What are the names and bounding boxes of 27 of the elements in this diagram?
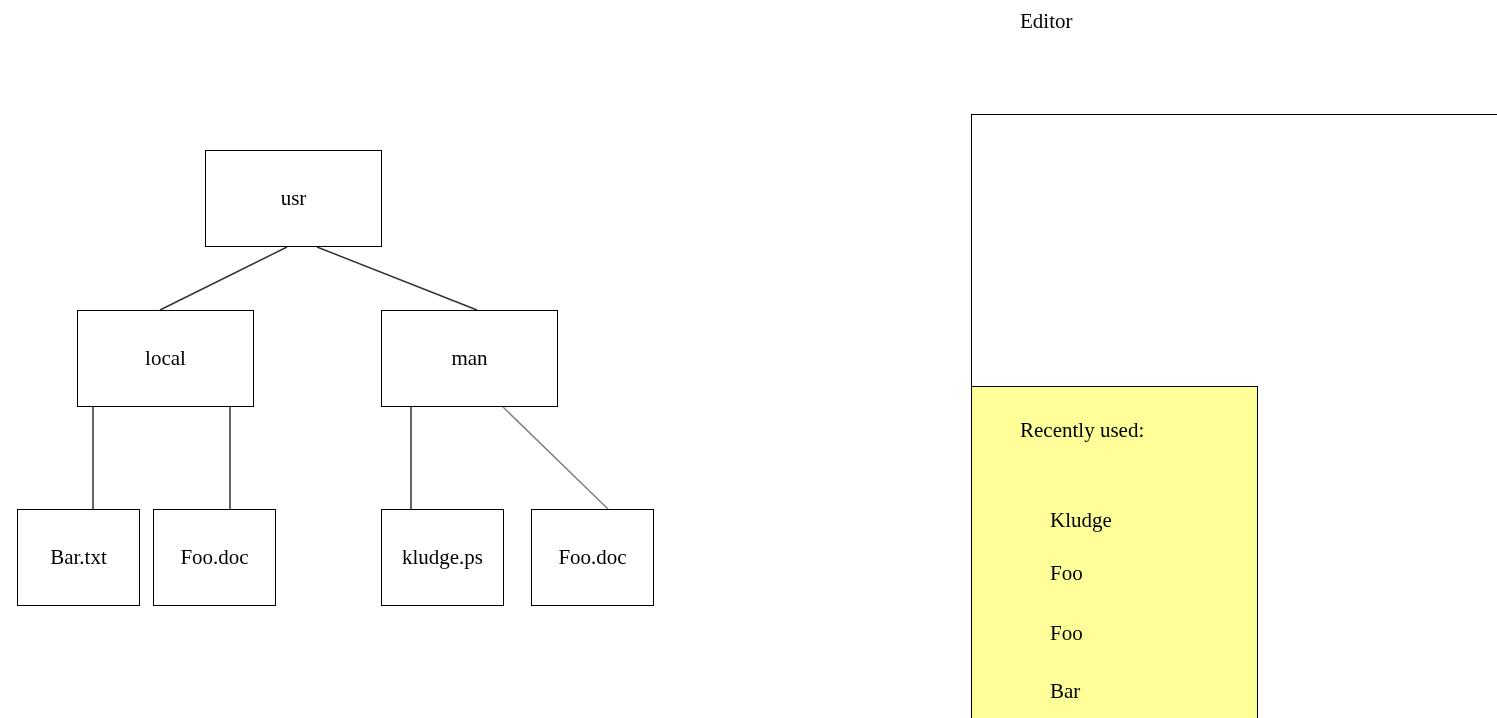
connector-line [229, 406, 231, 510]
folder-box [381, 310, 558, 407]
folder-name: local [145, 346, 186, 371]
connector-line [159, 246, 288, 311]
folder-name: Bar.txt [50, 545, 107, 570]
file-name: Foo [1050, 561, 1083, 586]
folder-box [381, 509, 504, 606]
folder-name: usr [280, 186, 307, 211]
folder-box [77, 310, 254, 407]
folder-box [153, 509, 276, 606]
connector-line [410, 406, 412, 510]
folder-box [205, 150, 382, 247]
folder-name: kludge.ps [401, 545, 484, 570]
panel-heading: Recently used: [1020, 418, 1145, 443]
folder-name: man [451, 346, 488, 371]
folder-name: Foo.doc [558, 545, 627, 570]
connector-line [316, 246, 478, 311]
file-name: Foo [1050, 621, 1083, 646]
window-title: Editor [1020, 9, 1073, 34]
folder-box [17, 509, 140, 606]
file-name: Bar [1050, 679, 1081, 704]
connector-line [92, 406, 94, 510]
file-name: Kludge [1050, 508, 1112, 533]
connector-line [502, 406, 609, 510]
recent-files-panel [971, 386, 1258, 718]
folder-box [531, 509, 654, 606]
folder-name: Foo.doc [180, 545, 249, 570]
